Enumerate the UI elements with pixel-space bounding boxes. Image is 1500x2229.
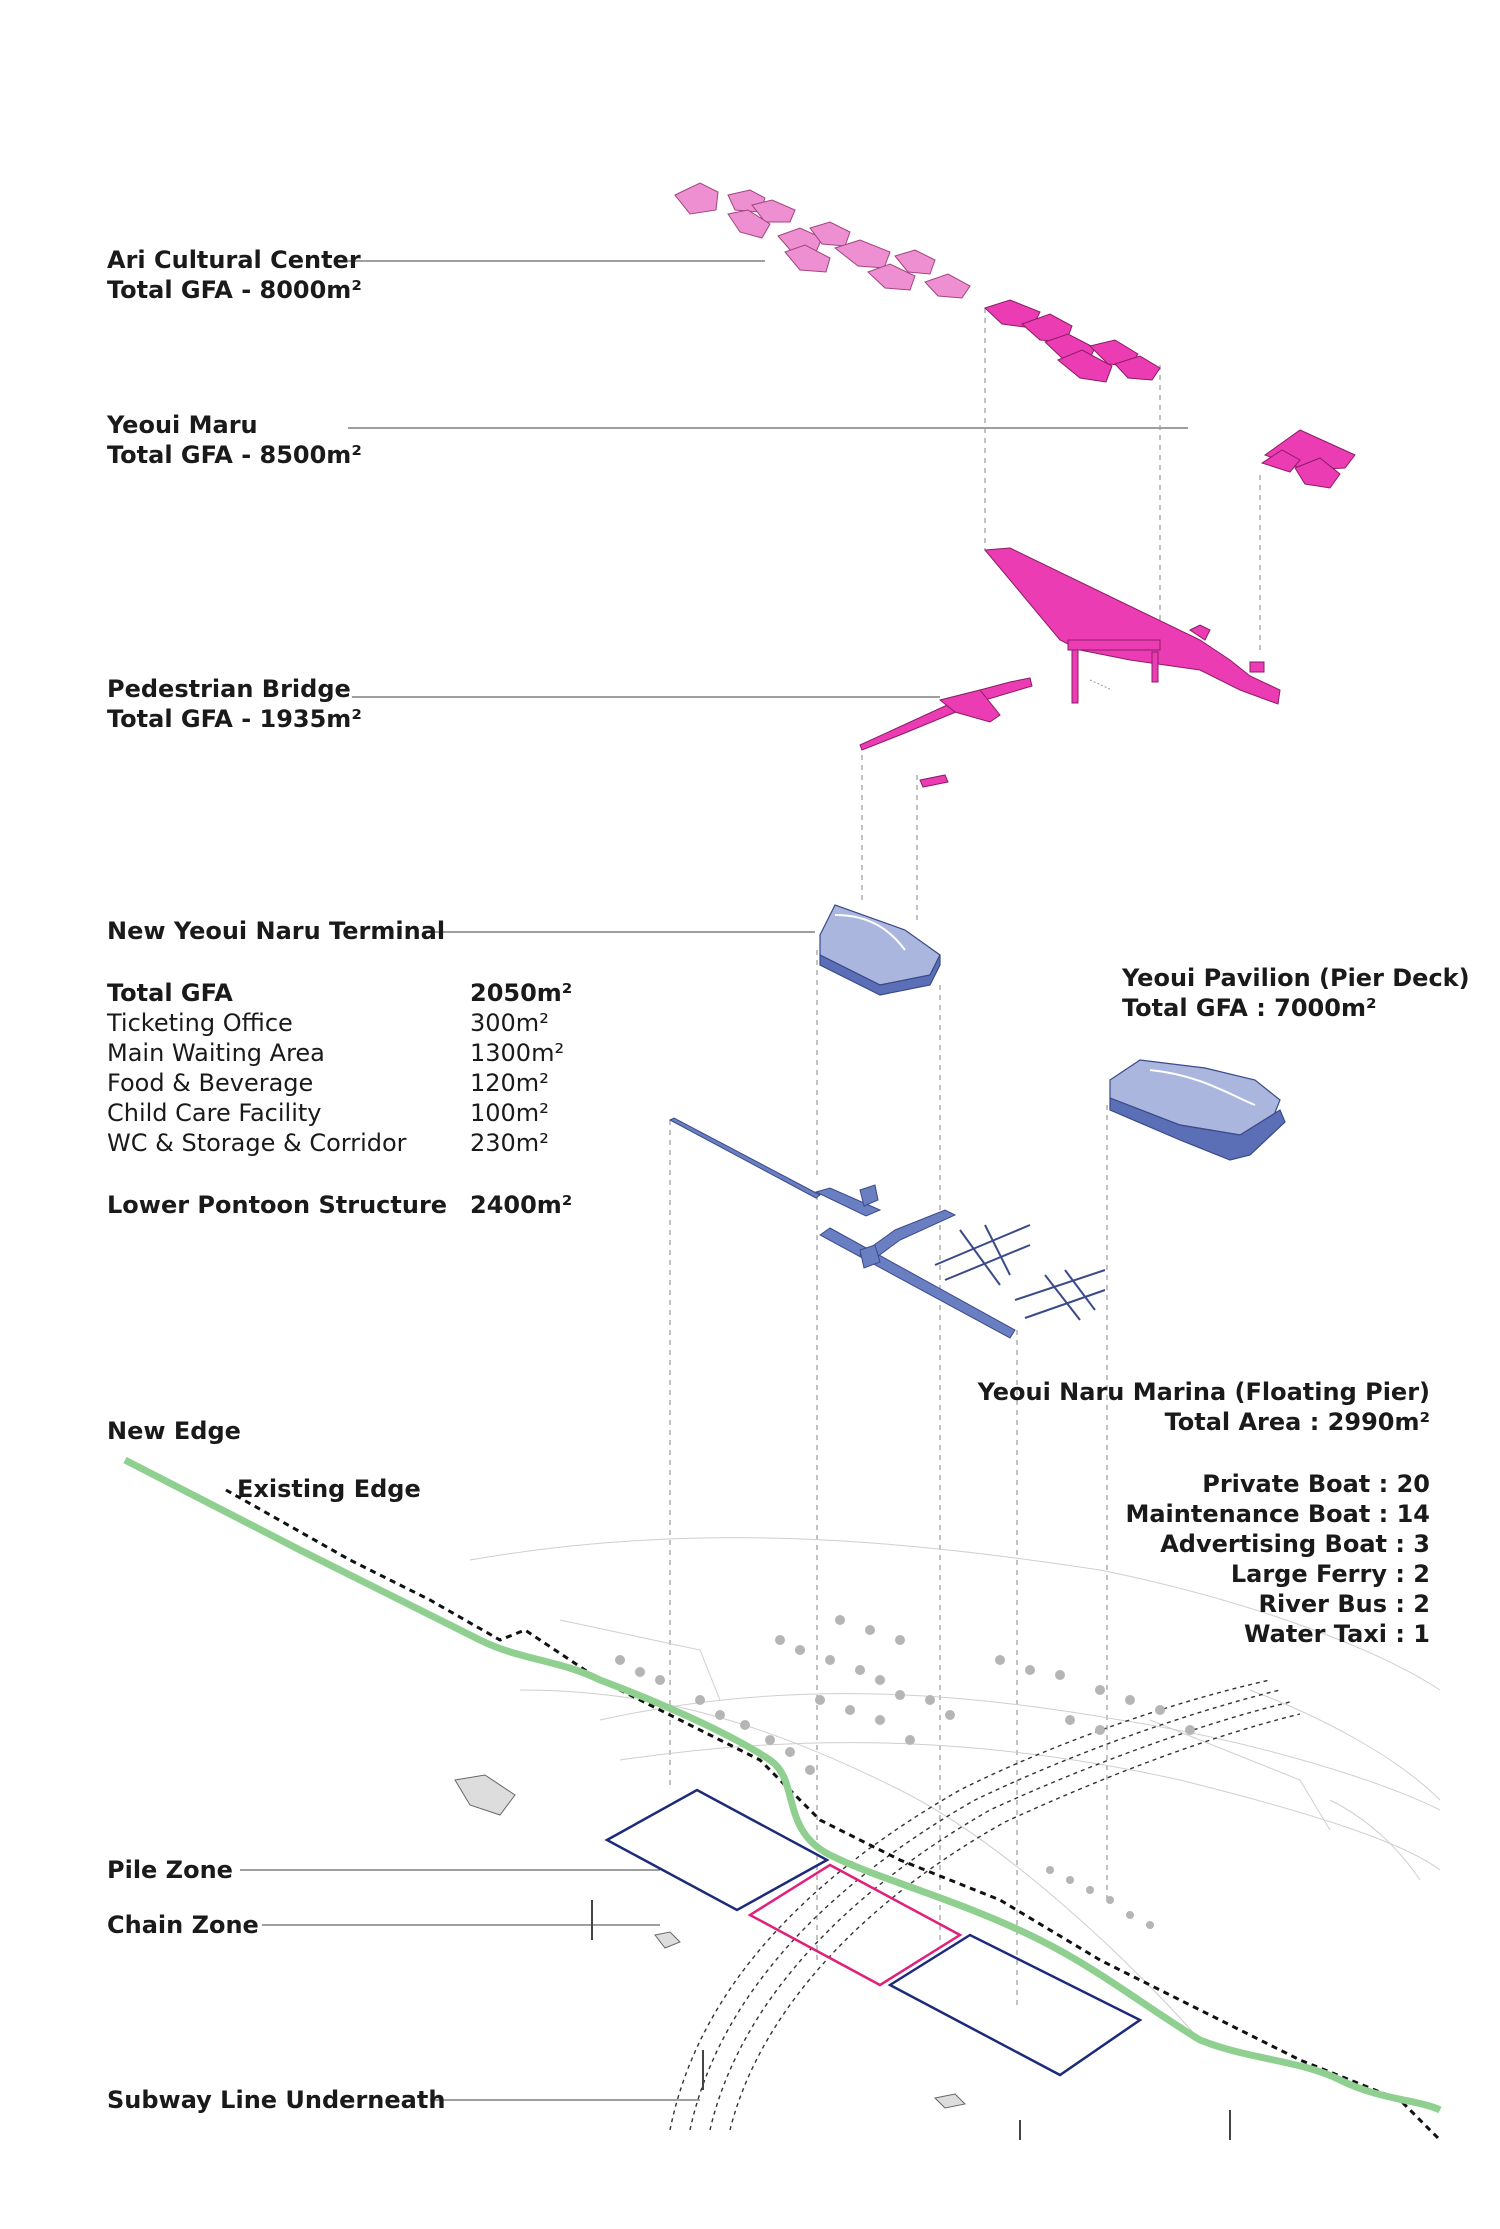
- chain-zone-rect: [747, 1863, 963, 1987]
- leader-lines: [240, 260, 1188, 2101]
- table-row-name: WC & Storage & Corridor: [107, 1129, 407, 1157]
- pavilion-name: Yeoui Pavilion (Pier Deck): [1122, 964, 1470, 992]
- table-row-value: 100m²: [470, 1099, 549, 1127]
- table-row-name: Food & Beverage: [107, 1069, 314, 1097]
- table-row-name: Main Waiting Area: [107, 1039, 325, 1067]
- bridge-gfa: Total GFA - 1935m²: [107, 705, 362, 733]
- maru-gfa: Total GFA - 8500m²: [107, 441, 362, 469]
- table-row-value: 120m²: [470, 1069, 549, 1097]
- pile-zone-label: Pile Zone: [107, 1856, 233, 1884]
- yeoui-maru-blocks: [984, 299, 1356, 489]
- pedestrian-bridge: [859, 547, 1281, 788]
- marina-area: Total Area : 2990m²: [1164, 1408, 1430, 1436]
- pile-zone-rect-2: [887, 1933, 1143, 2077]
- terminal-name: New Yeoui Naru Terminal: [107, 917, 446, 945]
- chain-zone-label: Chain Zone: [107, 1911, 259, 1939]
- marina-boat-item: Large Ferry : 2: [1230, 1560, 1430, 1588]
- boats: [454, 1774, 1231, 2140]
- marina-boat-item: Maintenance Boat : 14: [1125, 1500, 1430, 1528]
- subway-label: Subway Line Underneath: [107, 2086, 446, 2114]
- ari-cultural-center-blocks: [674, 182, 971, 299]
- table-row-value: 1300m²: [470, 1039, 565, 1067]
- pavilion-building: [1109, 1059, 1286, 1161]
- table-total-value: 2050m²: [470, 979, 573, 1007]
- maru-name: Yeoui Maru: [107, 411, 258, 439]
- marina-boat-item: Water Taxi : 1: [1244, 1620, 1430, 1648]
- table-row-value: 230m²: [470, 1129, 549, 1157]
- bridge-name: Pedestrian Bridge: [107, 675, 351, 703]
- ari-name: Ari Cultural Center: [107, 246, 361, 274]
- table-row-name: Ticketing Office: [107, 1009, 293, 1037]
- new-edge-label: New Edge: [107, 1417, 241, 1445]
- trees: [615, 1615, 1195, 1929]
- marina-boat-item: Advertising Boat : 3: [1160, 1530, 1430, 1558]
- table-total-name: Total GFA: [107, 979, 233, 1007]
- table-row-value: 300m²: [470, 1009, 549, 1037]
- existing-edge-line: [225, 1488, 1442, 2142]
- table-row-name: Child Care Facility: [107, 1099, 322, 1127]
- table-pontoon-value: 2400m²: [470, 1191, 573, 1219]
- pile-zone-rect-1: [604, 1788, 830, 1912]
- new-edge-line: [123, 1456, 1442, 2114]
- zones: [604, 1788, 1143, 2077]
- site-context: [469, 1537, 1441, 2041]
- marina-name: Yeoui Naru Marina (Floating Pier): [977, 1378, 1430, 1406]
- existing-edge-label: Existing Edge: [237, 1475, 421, 1503]
- ari-gfa: Total GFA - 8000m²: [107, 276, 362, 304]
- marina-boat-item: Private Boat : 20: [1202, 1470, 1430, 1498]
- terminal-building: [819, 904, 941, 996]
- floating-pier: [668, 1117, 1106, 1339]
- table-pontoon-name: Lower Pontoon Structure: [107, 1191, 448, 1219]
- projection-lines: [669, 308, 1261, 2010]
- marina-boat-item: River Bus : 2: [1258, 1590, 1431, 1618]
- pavilion-gfa: Total GFA : 7000m²: [1122, 994, 1377, 1022]
